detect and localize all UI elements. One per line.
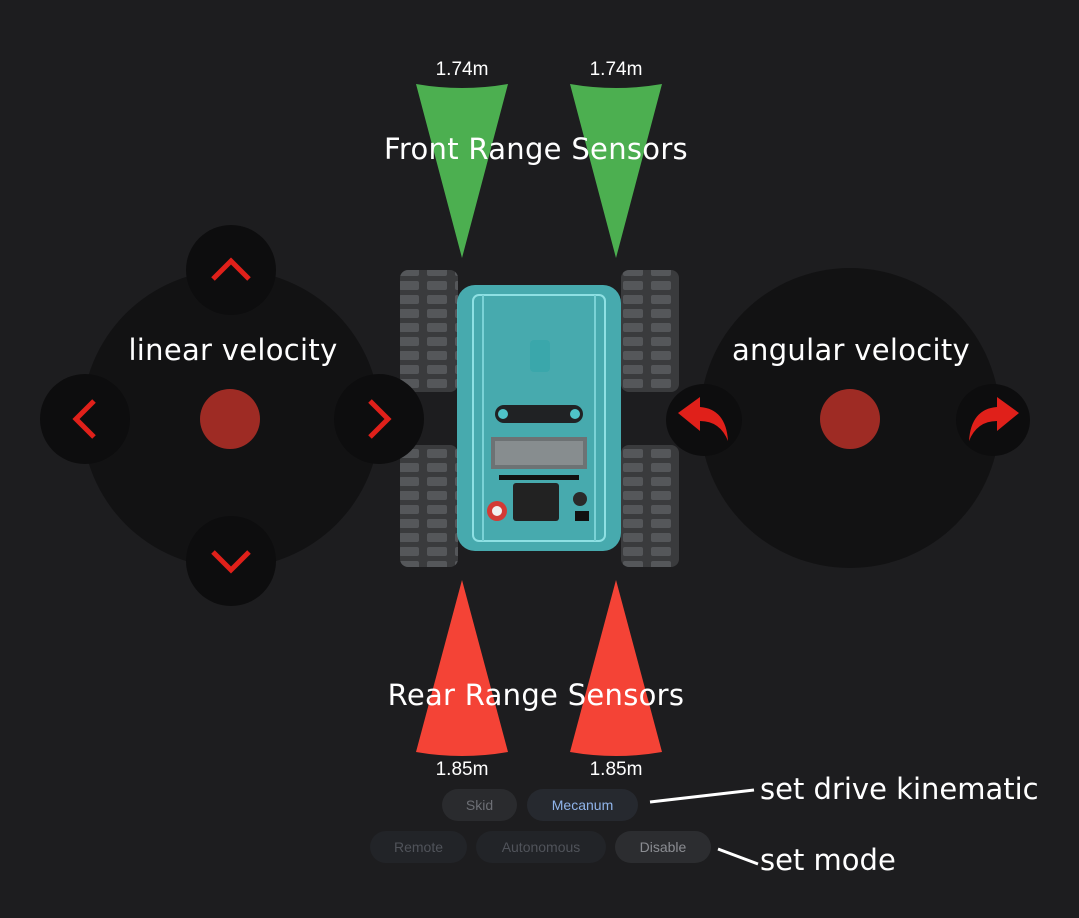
- kinematic-skid-button[interactable]: Skid: [442, 789, 517, 821]
- linear-backward-button[interactable]: [186, 516, 276, 606]
- mode-remote-button[interactable]: Remote: [370, 831, 467, 863]
- front-right-sensor-cone: [570, 84, 662, 258]
- chevron-right-icon: [368, 399, 392, 439]
- rotate-left-icon: [678, 397, 728, 441]
- robot-top-view: [400, 270, 679, 567]
- rear-left-range-value: 1.85m: [435, 759, 489, 780]
- rear-right-sensor-cone: [570, 580, 662, 756]
- chevron-left-icon: [72, 399, 96, 439]
- chevron-up-icon: [211, 257, 251, 281]
- chevron-down-icon: [211, 550, 251, 574]
- angular-velocity-label: angular velocity: [731, 333, 971, 367]
- front-sensors-label: Front Range Sensors: [384, 132, 688, 166]
- mode-annotation-line: [717, 847, 759, 866]
- mode-autonomous-button[interactable]: Autonomous: [476, 831, 606, 863]
- kinematic-annotation-line: [649, 788, 755, 804]
- angular-velocity-knob[interactable]: [820, 389, 880, 449]
- front-right-range-value: 1.74m: [589, 59, 643, 80]
- rear-sensors-label: Rear Range Sensors: [387, 678, 685, 712]
- front-left-range-value: 1.74m: [435, 59, 489, 80]
- mode-disable-button[interactable]: Disable: [615, 831, 711, 863]
- wheel-rear-left: [400, 445, 458, 567]
- rotate-left-button[interactable]: [666, 384, 742, 456]
- linear-left-button[interactable]: [40, 374, 130, 464]
- linear-velocity-label: linear velocity: [128, 333, 338, 367]
- rear-left-sensor-cone: [416, 580, 508, 756]
- linear-right-button[interactable]: [334, 374, 424, 464]
- kinematic-annotation-label: set drive kinematic: [760, 772, 1039, 806]
- wheel-rear-right: [621, 445, 679, 567]
- mode-annotation-label: set mode: [760, 843, 896, 877]
- rear-right-range-value: 1.85m: [589, 759, 643, 780]
- kinematic-mecanum-button[interactable]: Mecanum: [527, 789, 638, 821]
- rotate-right-icon: [969, 397, 1019, 441]
- front-left-sensor-cone: [416, 84, 508, 258]
- linear-velocity-knob[interactable]: [200, 389, 260, 449]
- wheel-front-right: [621, 270, 679, 392]
- linear-forward-button[interactable]: [186, 225, 276, 315]
- wheel-front-left: [400, 270, 458, 392]
- rotate-right-button[interactable]: [956, 384, 1030, 456]
